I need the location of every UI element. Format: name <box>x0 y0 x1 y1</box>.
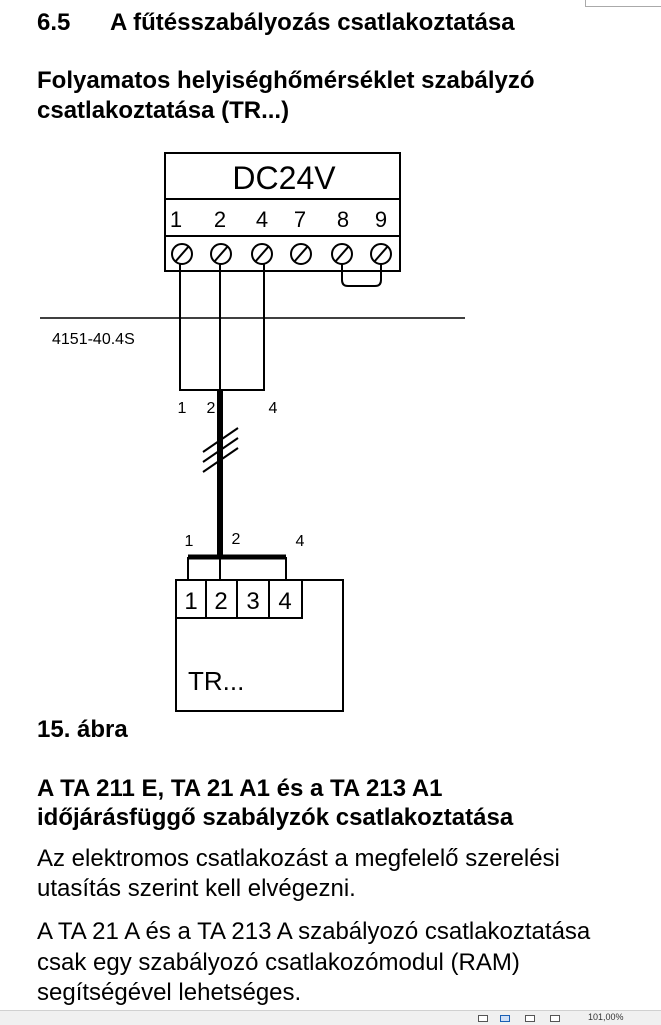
two-page-view-icon[interactable] <box>525 1015 535 1022</box>
cable-break-mark <box>202 447 239 473</box>
terminal-number-bottom: 3 <box>246 588 259 615</box>
screw-terminals <box>171 243 392 265</box>
section2-title-line1: A TA 211 E, TA 21 A1 és a TA 213 A1 <box>37 775 443 802</box>
subsection-title-line1: Folyamatos helyiséghőmérséklet szabályzó <box>37 67 535 94</box>
figure-caption: 15. ábra <box>37 716 128 743</box>
zoom-level[interactable]: 101,00% <box>588 1012 624 1022</box>
tr-terminal-strip <box>175 579 303 619</box>
paragraph1-line2: utasítás szerint kell elvégezni. <box>37 875 356 902</box>
status-bar: 101,00% <box>0 1010 661 1025</box>
cable-label-lower: 2 <box>232 531 241 548</box>
section-number: 6.5 <box>37 9 71 36</box>
supply-label: DC24V <box>232 160 336 196</box>
paragraph1-line1: Az elektromos csatlakozást a megfelelő s… <box>37 845 560 872</box>
wiring-diagram: DC24V 1 2 4 7 8 9 4151-40.4S 1 2 4 1 2 4 <box>40 152 465 712</box>
cable-label-lower: 1 <box>185 533 194 550</box>
terminal-number-top: 7 <box>294 207 306 232</box>
subsection-title-line2: csatlakoztatása (TR...) <box>37 97 290 124</box>
cable-break-mark <box>202 437 239 463</box>
terminal-number-bottom: 4 <box>278 588 291 615</box>
paragraph2-line1: A TA 21 A és a TA 213 A szabályozó csatl… <box>37 918 591 945</box>
terminal-number-bottom: 2 <box>214 588 227 615</box>
book-view-icon[interactable] <box>550 1015 560 1022</box>
terminal-number-top: 8 <box>337 207 349 232</box>
cable-break-mark <box>202 427 239 453</box>
cable-label-upper: 2 <box>207 400 216 417</box>
paragraph2-line3: segítségével lehetséges. <box>37 979 302 1006</box>
jumper-wire-8-9 <box>341 264 382 287</box>
window-frame-corner <box>585 0 661 7</box>
single-page-view-icon[interactable] <box>478 1015 488 1022</box>
paragraph2-line2: csak egy szabályozó csatlakozómodul (RAM… <box>37 949 520 976</box>
section2-title-line2: időjárásfüggő szabályzók csatlakoztatása <box>37 804 514 831</box>
device-label: TR... <box>188 666 244 696</box>
terminal-number-top: 4 <box>256 207 268 232</box>
terminal-strip <box>164 235 401 272</box>
cable-label-upper: 4 <box>269 400 278 417</box>
section-title: A fűtésszabályozás csatlakoztatása <box>110 9 515 36</box>
module-code: 4151-40.4S <box>52 331 135 348</box>
terminal-number-bottom: 1 <box>184 588 197 615</box>
cable-label-lower: 4 <box>296 533 305 550</box>
terminal-number-top: 2 <box>214 207 226 232</box>
terminal-number-top: 9 <box>375 207 387 232</box>
terminal-number-top: 1 <box>170 207 182 232</box>
cable-label-upper: 1 <box>178 400 187 417</box>
continuous-view-icon[interactable] <box>500 1015 510 1022</box>
